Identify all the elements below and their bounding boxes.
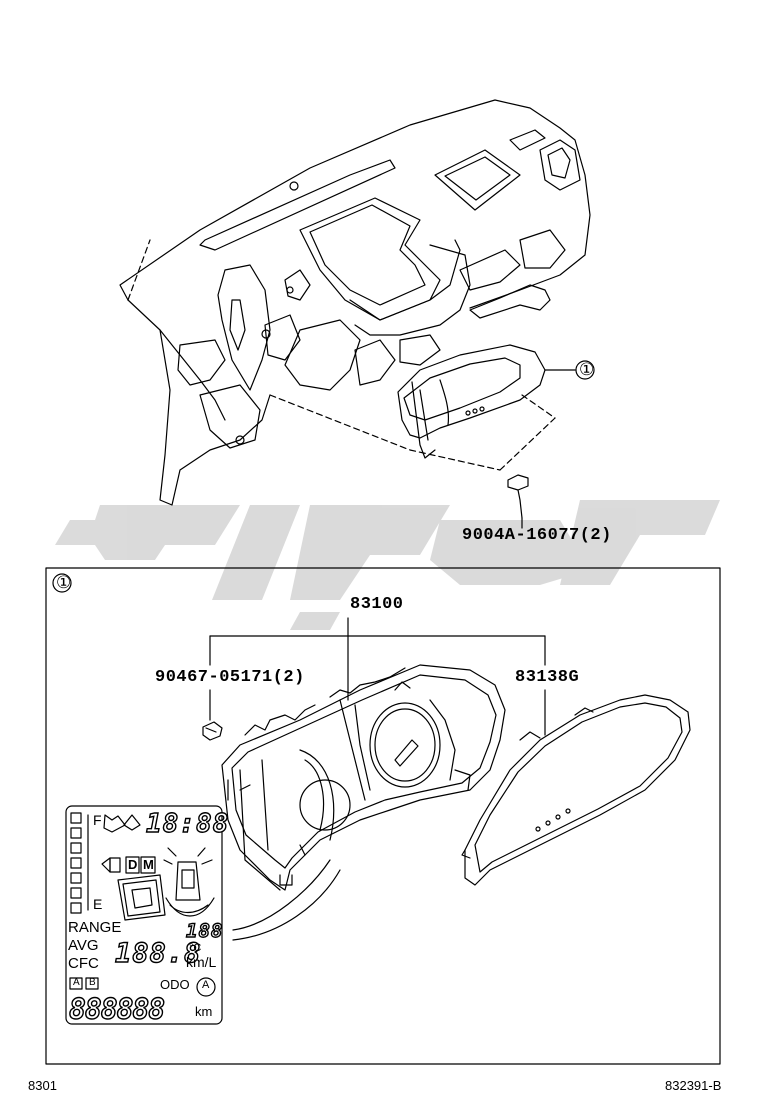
meter-assy-part-number: 83100: [350, 595, 404, 614]
lcd-mode-m: M: [143, 857, 154, 872]
assembly-marker: ①: [579, 362, 595, 381]
lcd-trip-a: A: [73, 977, 80, 988]
lcd-cfc-label: CFC: [68, 955, 99, 972]
lcd-clock: 18:88: [145, 808, 230, 839]
lcd-trip-b: B: [89, 977, 96, 988]
cluster-position-dashes: [127, 239, 556, 471]
lcd-temp-unit: °C: [189, 942, 202, 954]
instrument-panel-drawing: [119, 99, 591, 506]
leader-lines: [209, 369, 576, 736]
glass-part-number: 83138G: [515, 668, 580, 687]
lcd-odometer-value: 888888: [68, 992, 166, 1026]
inset-marker: ①: [56, 575, 72, 594]
lcd-fuel-empty: E: [93, 896, 103, 912]
inset-frame: [45, 567, 721, 1065]
lcd-fuel-full: F: [93, 812, 102, 828]
lcd-range-value: 188: [185, 919, 224, 942]
marker-circle-2: [52, 573, 72, 593]
lcd-display-drawing: [65, 805, 223, 1025]
marker-circle-1: [575, 360, 595, 380]
combination-meter-large-drawing: [221, 664, 506, 941]
meter-glass-drawing: [461, 694, 691, 886]
screw-part-number: 9004A-16077(2): [462, 526, 612, 545]
diagram-code: 832391-B: [665, 1078, 722, 1093]
page-code: 8301: [28, 1078, 57, 1093]
combination-meter-small-drawing: [397, 344, 546, 459]
lcd-avg-label: AVG: [68, 937, 99, 954]
lcd-range-label: RANGE: [68, 919, 122, 936]
screw-drawing: [507, 474, 529, 519]
lcd-mode-d: D: [128, 857, 138, 872]
lcd-consumption-value: 188.8: [114, 937, 202, 969]
small-screw-drawing: [202, 721, 223, 741]
lcd-consumption-unit: km/L: [186, 954, 217, 970]
small-screw-part-number: 90467-05171(2): [155, 668, 305, 687]
lcd-odo-label: ODO: [160, 977, 190, 992]
lcd-odometer-unit: km: [195, 1004, 213, 1019]
lcd-auto-label: A: [202, 979, 210, 991]
